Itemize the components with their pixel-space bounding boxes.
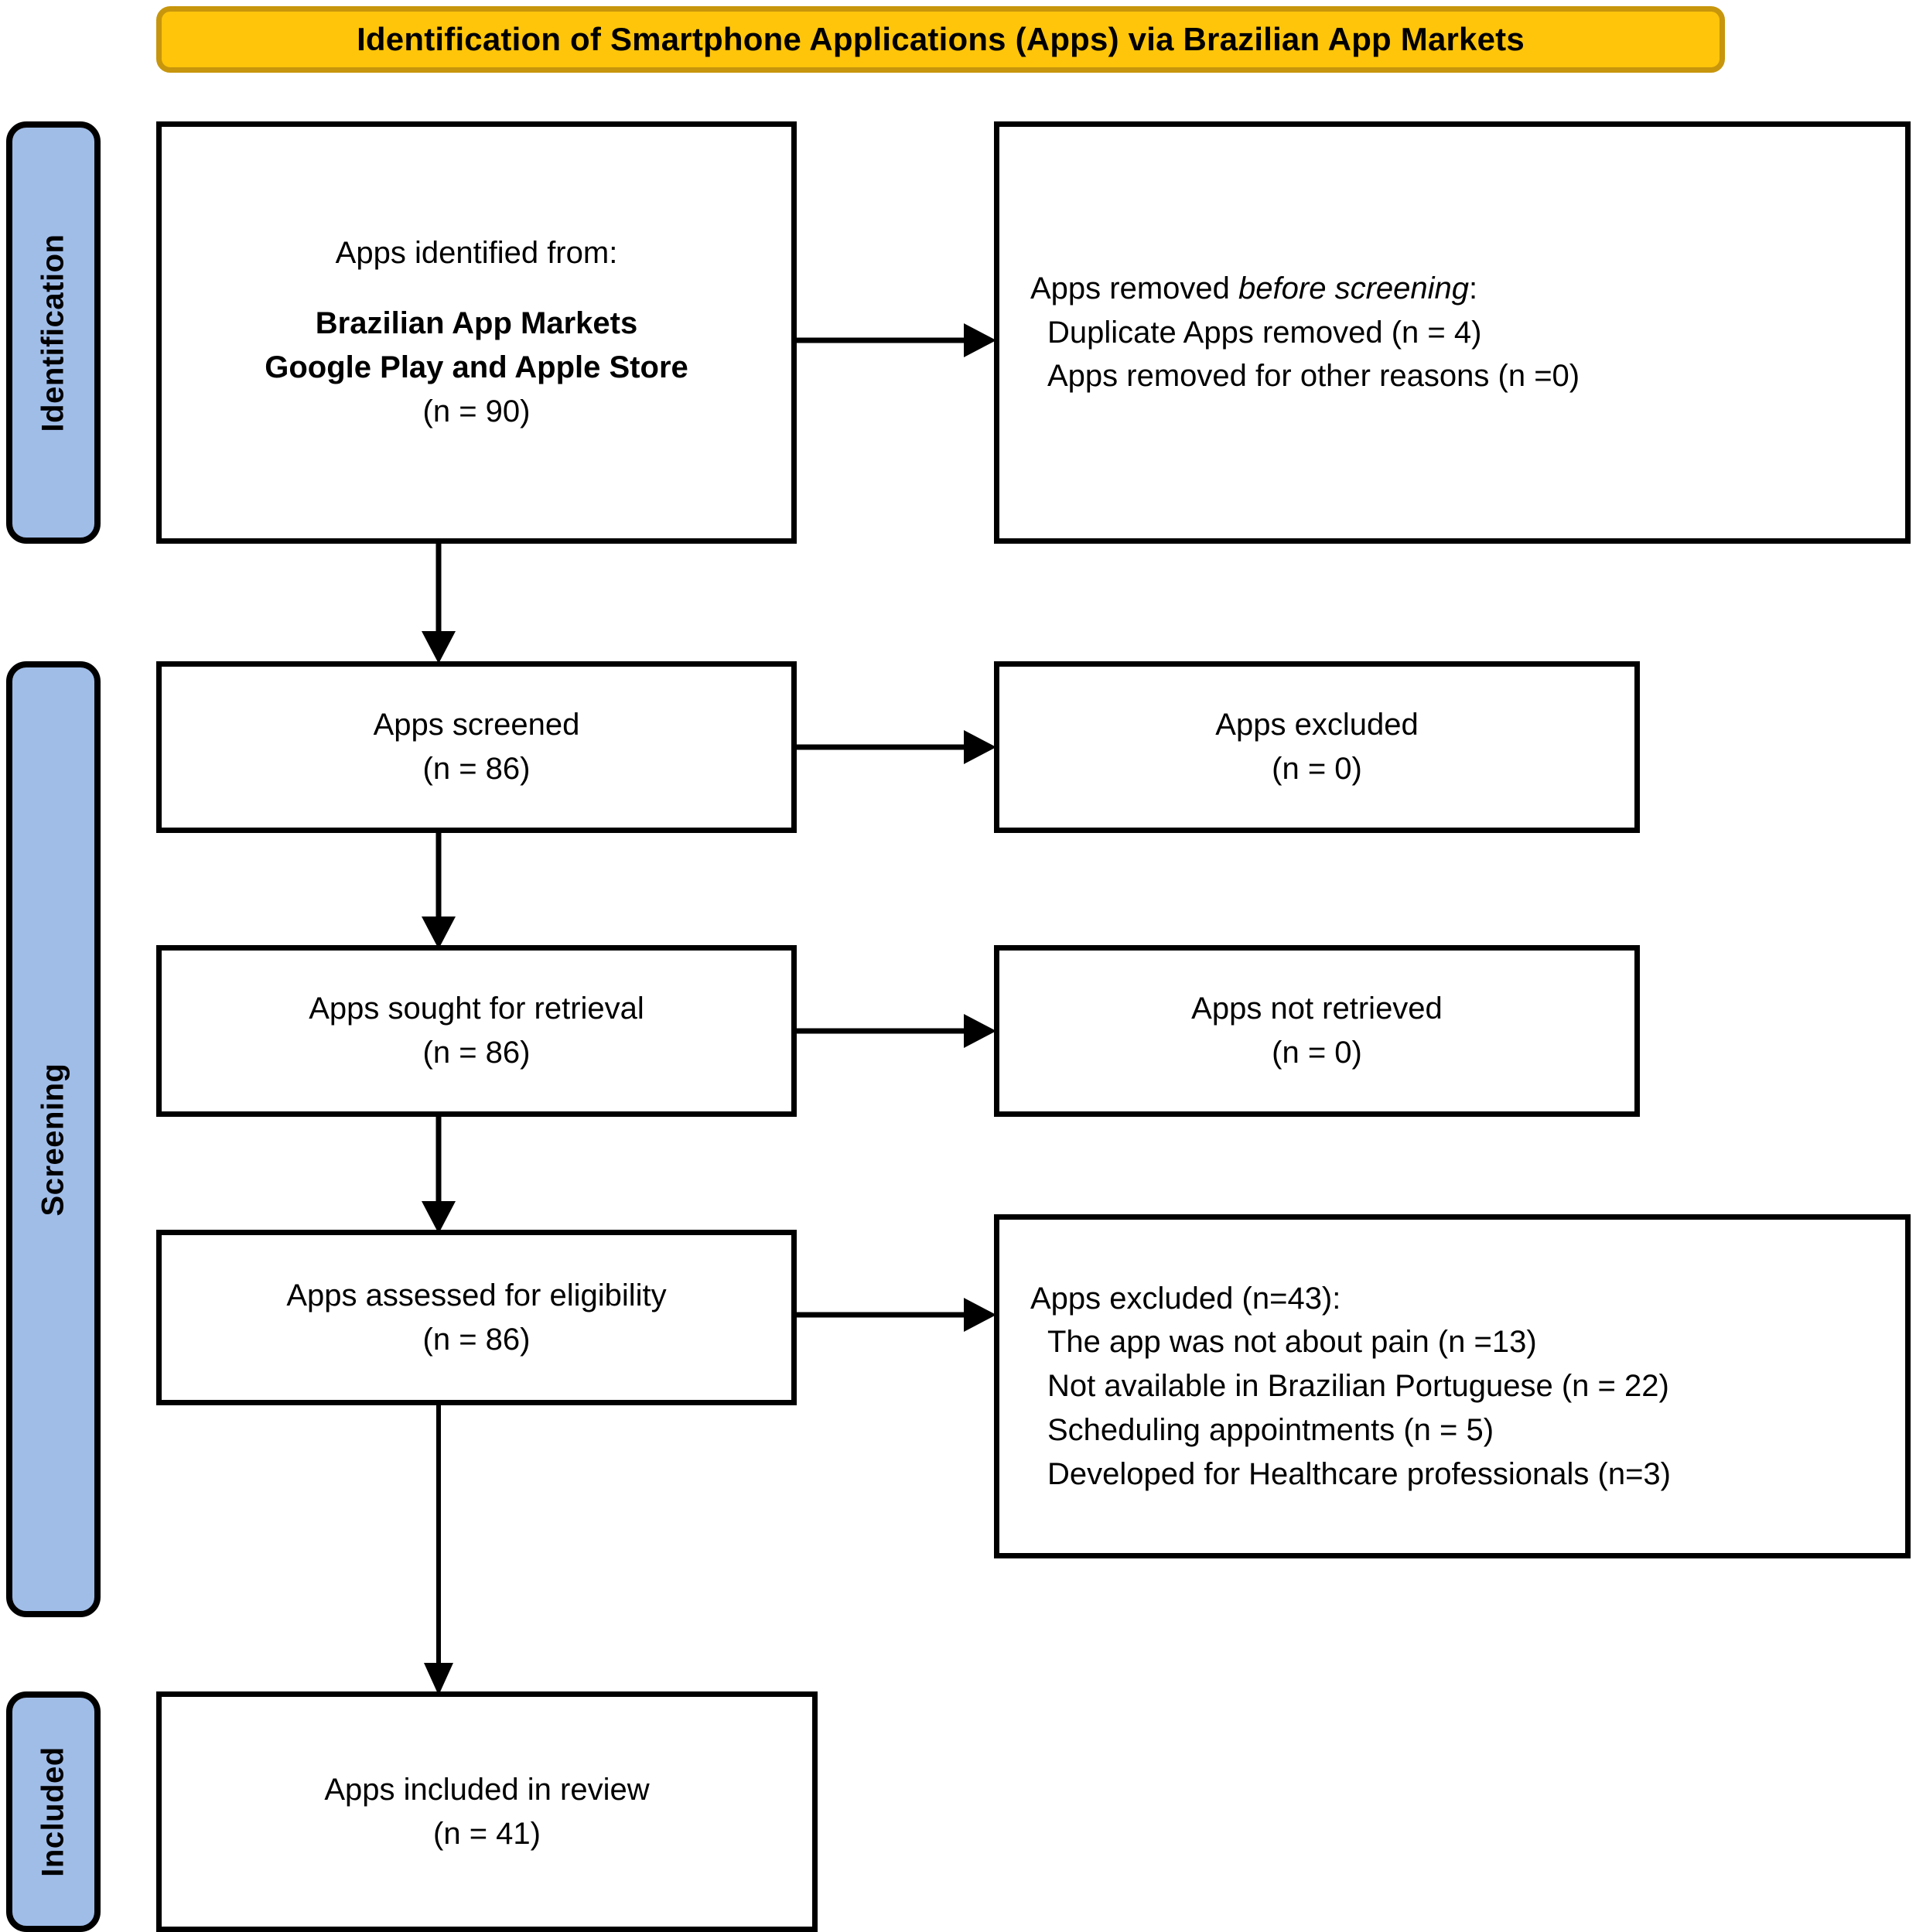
box-apps-screened: Apps screened (n = 86) [156, 661, 797, 833]
apps-excluded-zero-line-1: Apps excluded [1215, 708, 1419, 742]
apps-excluded-reason-not-about-pain: The app was not about pain (n =13) [1047, 1325, 1537, 1360]
apps-sought-line-1: Apps sought for retrieval [309, 992, 644, 1026]
arrow-sought-to-not-retrieved-icon [794, 1008, 999, 1054]
arrow-eligibility-to-included-icon [415, 1403, 462, 1697]
box-apps-excluded-zero: Apps excluded (n = 0) [994, 661, 1640, 833]
apps-removed-heading-prefix: Apps removed [1030, 271, 1239, 306]
box-apps-identified: Apps identified from: Brazilian App Mark… [156, 121, 797, 544]
box-apps-sought-for-retrieval: Apps sought for retrieval (n = 86) [156, 945, 797, 1117]
box-apps-excluded-reasons: Apps excluded (n=43): The app was not ab… [994, 1214, 1911, 1558]
apps-screened-line-1: Apps screened [373, 708, 580, 742]
arrow-screened-to-sought-icon [415, 831, 462, 951]
apps-assessed-line-1: Apps assessed for eligibility [286, 1278, 667, 1312]
box-apps-not-retrieved: Apps not retrieved (n = 0) [994, 945, 1640, 1117]
apps-identified-line-3: Google Play and Apple Store [265, 350, 688, 384]
arrow-identified-to-screened-icon [415, 541, 462, 665]
phase-label-included-text: Included [36, 1746, 70, 1877]
apps-removed-heading-suffix: : [1469, 271, 1478, 306]
apps-excluded-reason-scheduling: Scheduling appointments (n = 5) [1047, 1412, 1494, 1447]
apps-not-retrieved-line-2: (n = 0) [1272, 1036, 1362, 1070]
box-apps-removed-before-screening: Apps removed before screening: Duplicate… [994, 121, 1911, 544]
apps-identified-line-4: (n = 90) [422, 394, 531, 428]
phase-label-screening-text: Screening [36, 1063, 70, 1216]
apps-removed-item-other-reasons: Apps removed for other reasons (n =0) [1047, 359, 1580, 394]
phase-label-identification: Identification [6, 121, 101, 544]
apps-removed-item-duplicates: Duplicate Apps removed (n = 4) [1047, 315, 1482, 350]
apps-screened-line-2: (n = 86) [422, 752, 531, 786]
diagram-header-banner: Identification of Smartphone Application… [156, 6, 1725, 73]
apps-identified-line-1: Apps identified from: [335, 236, 618, 271]
arrow-eligibility-to-excluded-reasons-icon [794, 1292, 999, 1338]
apps-sought-line-2: (n = 86) [422, 1036, 531, 1070]
apps-included-line-1: Apps included in review [324, 1772, 650, 1807]
apps-excluded-reasons-heading: Apps excluded (n=43): [1030, 1281, 1341, 1316]
phase-label-identification-text: Identification [36, 234, 70, 432]
arrow-screened-to-excluded-icon [794, 724, 999, 770]
phase-label-included: Included [6, 1691, 101, 1932]
apps-identified-line-2: Brazilian App Markets [315, 306, 638, 341]
apps-excluded-reason-healthcare-professionals: Developed for Healthcare professionals (… [1047, 1456, 1671, 1491]
box-apps-included-in-review: Apps included in review (n = 41) [156, 1691, 818, 1932]
apps-not-retrieved-line-1: Apps not retrieved [1191, 992, 1443, 1026]
apps-assessed-line-2: (n = 86) [422, 1322, 531, 1357]
diagram-title: Identification of Smartphone Application… [357, 20, 1525, 57]
phase-label-screening: Screening [6, 661, 101, 1617]
apps-removed-heading: Apps removed before screening: [999, 267, 1477, 311]
apps-included-line-2: (n = 41) [433, 1816, 541, 1851]
arrow-sought-to-eligibility-icon [415, 1114, 462, 1235]
box-apps-assessed-for-eligibility: Apps assessed for eligibility (n = 86) [156, 1230, 797, 1405]
apps-excluded-reason-not-portuguese: Not available in Brazilian Portuguese (n… [1047, 1369, 1669, 1404]
arrow-identified-to-removed-icon [794, 317, 999, 364]
apps-excluded-zero-line-2: (n = 0) [1272, 752, 1362, 786]
apps-removed-heading-italic: before screening [1238, 271, 1469, 306]
